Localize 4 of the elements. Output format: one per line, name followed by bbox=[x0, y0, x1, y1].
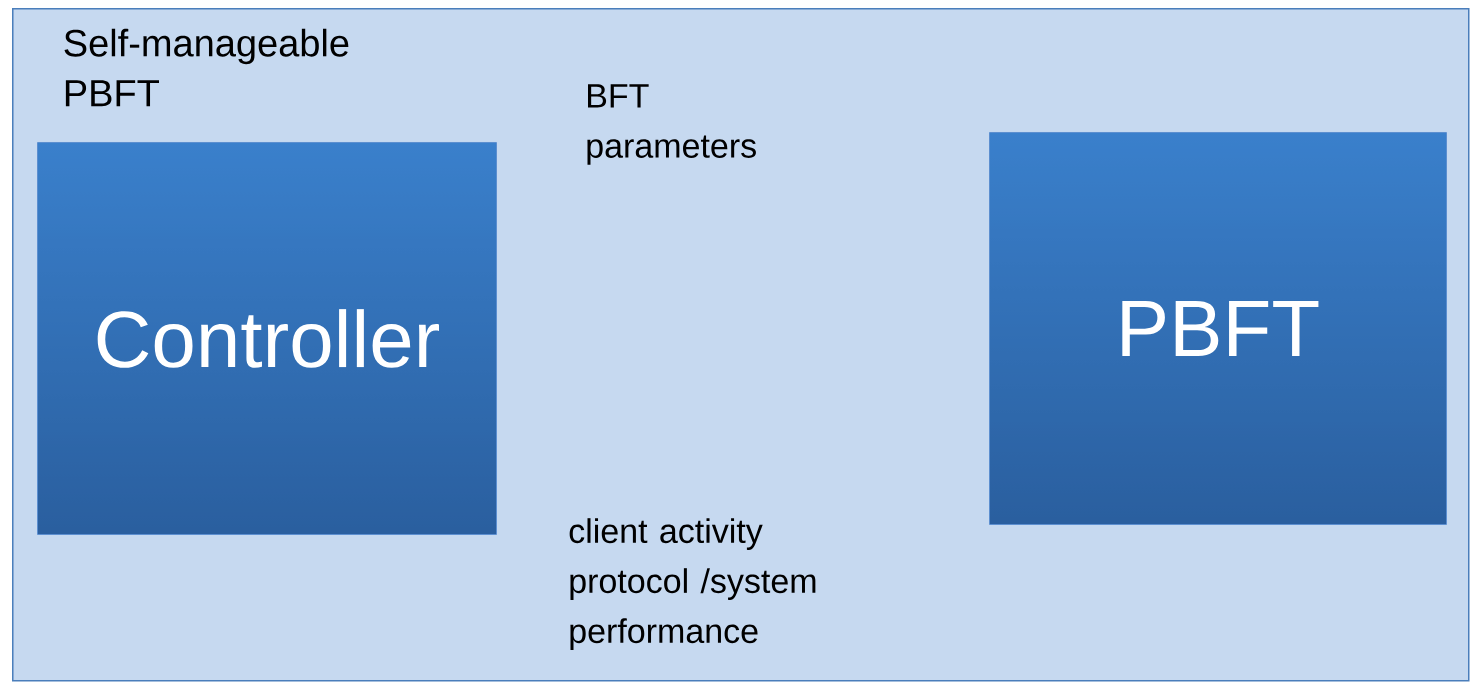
process-box: PBFT bbox=[989, 132, 1447, 525]
label-text: client activity protocol /system performance bbox=[569, 518, 816, 650]
label-text: BFT parameters bbox=[587, 84, 756, 165]
process-box: Controller bbox=[37, 142, 497, 535]
